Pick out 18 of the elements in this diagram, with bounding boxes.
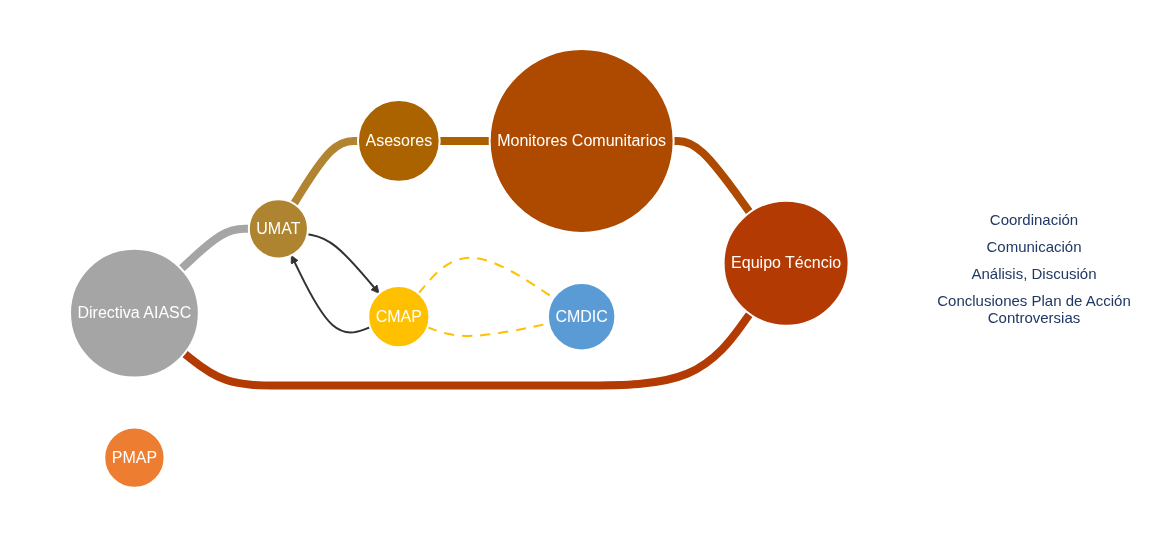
node-circle: Equipo Técncio (722, 199, 850, 327)
edge-note: Comunicación (985, 237, 1083, 255)
connector (178, 224, 249, 272)
arrow (291, 254, 372, 334)
edge-note: Análisis, Discusión (970, 264, 1098, 282)
node-circle: UMAT (248, 197, 310, 259)
node-circle: Directiva AIASC (69, 247, 200, 379)
node-circle: Monitores Comunitarios (488, 47, 675, 234)
edge-note: Coordinación (988, 210, 1080, 228)
connector (182, 311, 754, 389)
node-circle: CMAP (367, 284, 431, 348)
edge-note: Conclusiones Plan de Acción Controversias (936, 291, 1132, 326)
node-circle: CMDIC (547, 281, 617, 351)
connector (439, 136, 490, 145)
connector (290, 136, 359, 206)
connector (673, 136, 754, 215)
node-circle: PMAP (103, 426, 166, 489)
node-circle: Asesores (357, 98, 441, 183)
